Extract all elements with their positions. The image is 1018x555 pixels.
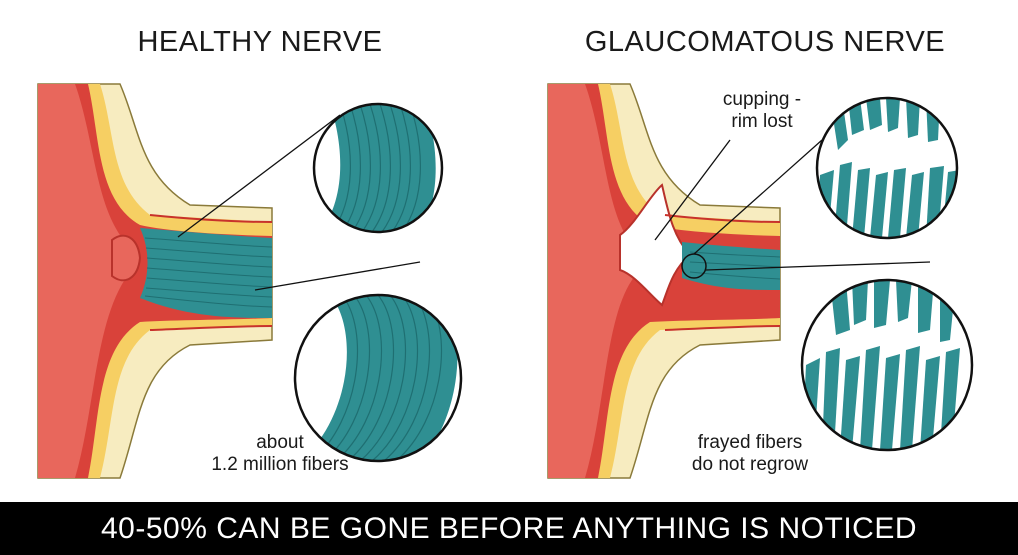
- frayed-note-line2: do not regrow: [691, 454, 809, 475]
- healthy-zoom-top: [312, 102, 444, 234]
- healthy-zoom-line-top: [177, 114, 341, 238]
- healthy-fiber-note: about 1.2 million fibers: [170, 432, 390, 476]
- frayed-note-line1: frayed fibers: [697, 432, 803, 453]
- glaucoma-zoom-top: [815, 96, 959, 240]
- footer-banner: 40-50% CAN BE GONE BEFORE ANYTHING IS NO…: [0, 502, 1018, 555]
- footer-caption: 40-50% CAN BE GONE BEFORE ANYTHING IS NO…: [100, 512, 917, 545]
- healthy-eye-cross-section: [37, 83, 273, 479]
- healthy-note-line1: about: [256, 432, 304, 453]
- healthy-zoom-line-bottom: [254, 261, 421, 291]
- glaucoma-zoom-line-bottom: [705, 261, 931, 271]
- healthy-optic-disc: [111, 234, 142, 282]
- glaucoma-eyeball: [548, 84, 638, 478]
- cupping-label: cupping - rim lost: [692, 89, 832, 133]
- cupping-pointer: [654, 139, 731, 241]
- glaucomatous-nerve-title: GLAUCOMATOUS NERVE: [584, 26, 946, 58]
- healthy-nerve-title: HEALTHY NERVE: [137, 26, 383, 58]
- glaucoma-diagram: [37, 83, 974, 479]
- healthy-eyeball: [38, 84, 136, 478]
- glaucoma-zoom-line-top: [693, 139, 823, 255]
- healthy-fiber-lines: [144, 237, 273, 308]
- cupping-label-line1: cupping -: [722, 89, 802, 110]
- cupping-label-line2: rim lost: [731, 111, 793, 132]
- frayed-fiber-note: frayed fibers do not regrow: [640, 432, 860, 476]
- healthy-note-line2: 1.2 million fibers: [211, 454, 349, 475]
- healthy-zoom-bottom: [293, 293, 463, 463]
- glaucoma-eye-cross-section: [547, 83, 781, 479]
- glaucoma-zoom-bottom: [800, 278, 974, 452]
